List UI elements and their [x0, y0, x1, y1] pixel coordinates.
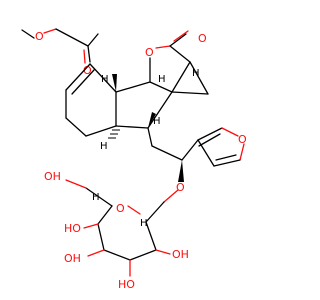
- stereo-h-label-1: H: [101, 74, 109, 85]
- hash-bond-junction: [108, 129, 120, 139]
- furan-oxygen-label: O: [238, 133, 247, 146]
- ester-carbonyl-oxygen-label: O: [83, 64, 92, 77]
- oh-c4-label: OH: [64, 252, 81, 265]
- hydroxymethyl-group: [65, 179, 113, 207]
- cyclohexene-ring: [65, 63, 117, 137]
- oh-c2-label: OH: [172, 248, 189, 261]
- stereo-h-label-5: H: [153, 116, 161, 127]
- pyranose-hydroxyls: [83, 223, 171, 277]
- molecule-structure: O O H H O O H H: [21, 28, 247, 291]
- lactone-carbonyl-oxygen-label: O: [198, 32, 207, 45]
- lactone-ring-oxygen-label: O: [145, 46, 154, 59]
- side-chain: [147, 127, 183, 161]
- stereo-h-label-2: H: [100, 141, 108, 152]
- methyl-ester-group: [21, 28, 99, 64]
- oh-c5-label: HO: [64, 222, 81, 235]
- glycosidic-oxygen-label: O: [176, 181, 185, 194]
- stereo-h-label-4: H: [192, 68, 200, 79]
- ch2oh-label: OH: [44, 170, 61, 183]
- pyranose-ring: [97, 201, 165, 261]
- cyclopentane-ring: [115, 81, 173, 129]
- oh-c3-label: HO: [118, 278, 135, 291]
- ester-oxygen-label: O: [35, 30, 44, 43]
- methyl-wedge-1: [112, 74, 117, 92]
- lactone-bridge: [149, 30, 209, 95]
- glycosidic-linkage: [163, 160, 184, 203]
- stereo-h-label-6: H: [140, 218, 148, 229]
- pyranose-ring-oxygen-label: O: [116, 202, 125, 215]
- stereo-h-label-7: H: [92, 192, 100, 203]
- methyl-wedge-2: [148, 112, 156, 128]
- furan-ring: [181, 127, 245, 167]
- stereo-h-label-3: H: [158, 74, 166, 85]
